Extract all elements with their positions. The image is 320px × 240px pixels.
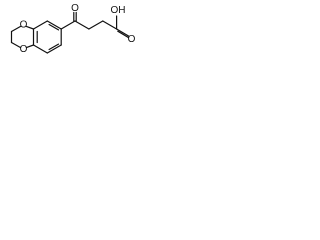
dioxane-bond-3 [10,41,22,49]
aryl-ketone-bond [60,20,76,30]
benzene-bond-2 [32,44,48,54]
ketone-oxygen-label: O [71,3,79,14]
benzene-double-2 [48,43,60,51]
benzene-double-3 [48,23,60,31]
ring-oxygen-top-label: O [20,20,28,31]
dioxane-bond-5 [25,44,35,49]
chain-bond-2 [88,20,104,30]
structure-canvas: O O O OH O [0,0,171,74]
ring-oxygen-bottom-label: O [20,44,28,55]
benzene-bond-5 [46,20,62,30]
acid-carbonyl-oxygen-label: O [128,34,136,45]
acid-double-bond-a [115,28,130,37]
chain-bond-3 [102,20,118,30]
dioxane-bond-1 [10,25,22,33]
acid-hydroxyl-label: OH [111,5,126,16]
chemical-structure-drawing: O O O OH O [10,3,136,55]
acid-double-bond-b [117,30,130,39]
benzene-bond-3 [46,44,62,54]
benzene-bond-6 [32,20,48,30]
chain-bond-1 [74,20,90,30]
dioxane-bond-4 [25,25,35,30]
